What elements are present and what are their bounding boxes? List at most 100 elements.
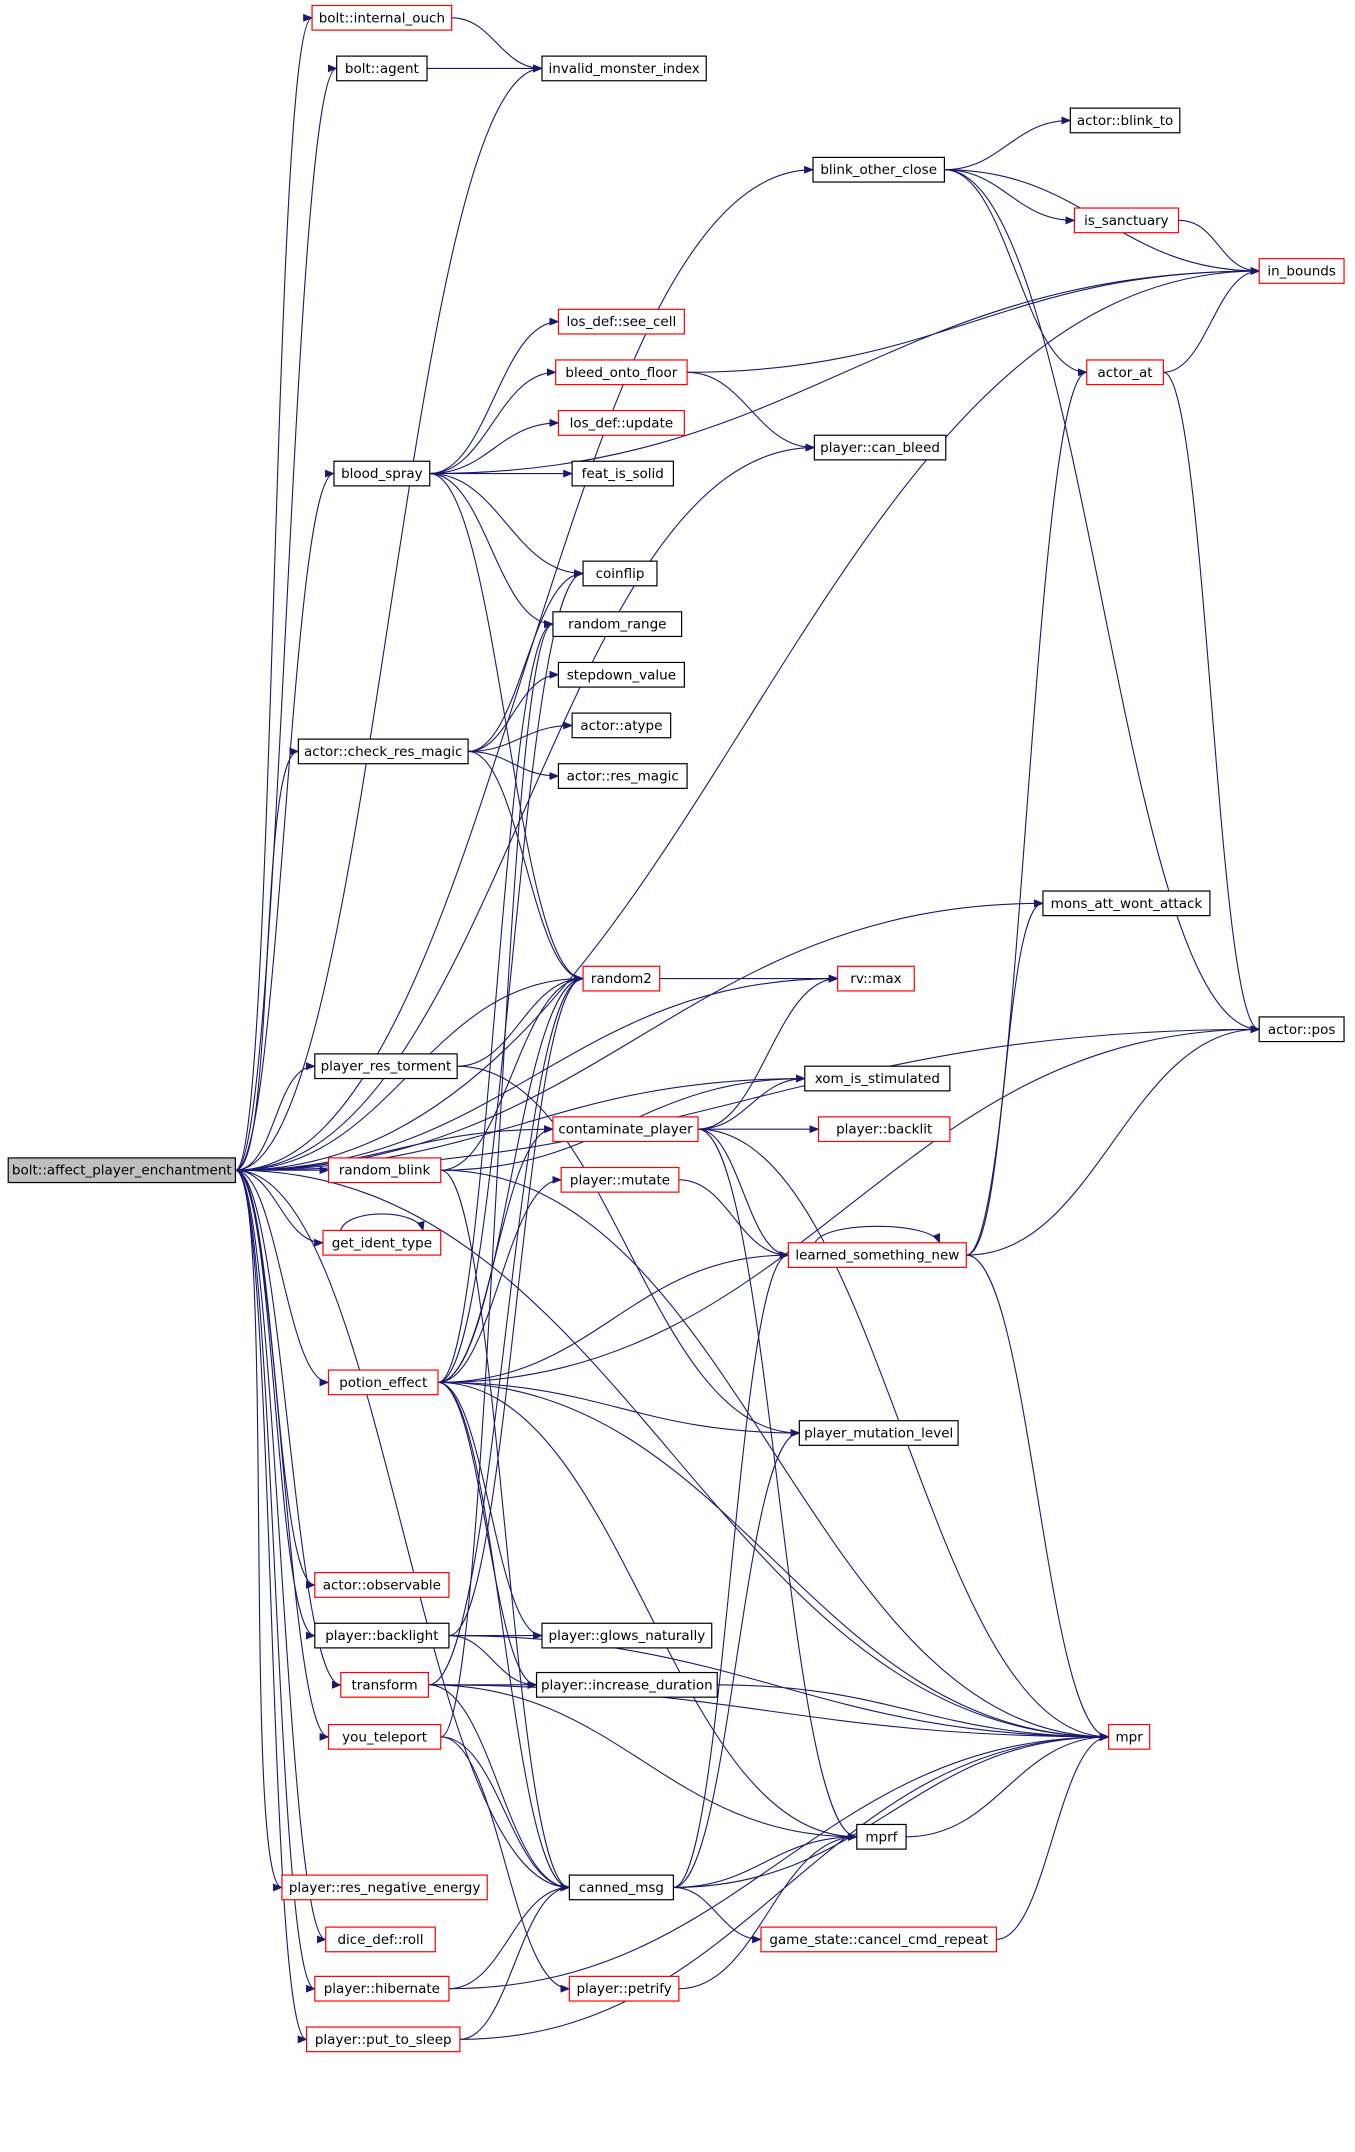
node-actor-observable[interactable]: actor::observable (314, 1572, 450, 1598)
node-box (582, 965, 661, 992)
node-transform[interactable]: transform (340, 1671, 429, 1698)
node-player-put-to-sleep[interactable]: player::put_to_sleep (305, 2026, 461, 2053)
node-internal-ouch[interactable]: bolt::internal_ouch (311, 4, 453, 31)
node-label: blink_other_close (820, 162, 937, 178)
edge-canned_msg-to-player_mutation_level (673, 1429, 801, 1888)
edge-check_res_magic-to-stepdown_value (468, 670, 560, 752)
node-mprf[interactable]: mprf (856, 1823, 907, 1850)
node-actor-atype[interactable]: actor::atype (571, 712, 672, 739)
node-mons-att-wont-attack[interactable]: mons_att_wont_attack (1042, 890, 1211, 917)
node-root[interactable]: bolt::affect_player_enchantment (7, 1157, 237, 1184)
node-coinflip[interactable]: coinflip (582, 560, 658, 587)
node-potion-effect[interactable]: potion_effect (327, 1369, 439, 1396)
edge-transform-to-random2 (428, 974, 585, 1686)
node-player-mutate[interactable]: player::mutate (560, 1166, 680, 1193)
node-is-sanctuary[interactable]: is_sanctuary (1073, 207, 1180, 234)
edge-root-to-internal_ouch (234, 14, 314, 1171)
node-check-res-magic[interactable]: actor::check_res_magic (297, 738, 469, 765)
node-player-backlit[interactable]: player::backlit (817, 1116, 951, 1143)
edge-root-to-mpr (235, 1169, 1110, 1741)
edge-potion_effect-to-actor_pos (437, 1025, 1261, 1383)
node-contaminate-player[interactable]: contaminate_player (552, 1116, 699, 1143)
edge-you_teleport-to-random_range (440, 620, 554, 1738)
node-box (568, 1874, 674, 1901)
node-player-petrify[interactable]: player::petrify (568, 1975, 680, 2002)
node-in-bounds[interactable]: in_bounds (1258, 258, 1345, 284)
edge-blood_spray-to-random_range (429, 473, 554, 629)
edge-player_res_torment-to-random2 (457, 974, 585, 1067)
edge-root-to-actor_pos (235, 1025, 1261, 1171)
edge-canned_msg-to-learned_something_new (673, 1251, 790, 1888)
node-box (7, 1157, 237, 1184)
node-player-hibernate[interactable]: player::hibernate (314, 1975, 450, 2002)
node-los-see-cell[interactable]: los_def::see_cell (557, 308, 685, 335)
node-invalid-monster-index[interactable]: invalid_monster_index (541, 55, 707, 82)
node-layer: bolt::affect_player_enchantment bolt::int… (7, 4, 1345, 2053)
node-actor-at[interactable]: actor_at (1086, 359, 1164, 386)
node-get-ident-type[interactable]: get_ident_type (322, 1229, 442, 1256)
node-learned-something-new[interactable]: learned_something_new (787, 1242, 967, 1269)
node-box (541, 55, 707, 82)
node-box (322, 1229, 442, 1256)
node-random-blink[interactable]: random_blink (327, 1157, 442, 1184)
edge-player_put_to_sleep-to-canned_msg (459, 1883, 571, 2040)
edge-actor_at-to-in_bounds (1163, 267, 1261, 373)
edge-transform-to-canned_msg (428, 1684, 571, 1892)
node-actor-res-magic[interactable]: actor::res_magic (557, 763, 688, 789)
node-box (582, 560, 658, 587)
node-stepdown-value[interactable]: stepdown_value (557, 661, 685, 688)
node-xom-is-stimulated[interactable]: xom_is_stimulated (804, 1065, 951, 1092)
node-cancel-cmd-repeat[interactable]: game_state::cancel_cmd_repeat (760, 1926, 998, 1953)
node-feat-is-solid[interactable]: feat_is_solid (571, 460, 674, 487)
node-label: random2 (591, 971, 652, 987)
node-canned-msg[interactable]: canned_msg (568, 1874, 674, 1901)
node-actor-blink-to[interactable]: actor::blink_to (1069, 107, 1181, 134)
node-box (325, 1926, 436, 1953)
edge-root-to-agent (235, 64, 338, 1171)
node-label: bleed_onto_floor (565, 365, 677, 381)
node-box (812, 156, 945, 183)
node-label: player::put_to_sleep (315, 2032, 452, 2048)
node-actor-pos[interactable]: actor::pos (1258, 1016, 1345, 1043)
edge-contaminate_player-to-learned_something_new (698, 1128, 790, 1260)
node-label: player_mutation_level (804, 1426, 953, 1442)
edge-learned_something_new-to-actor_pos (966, 1025, 1261, 1256)
edge-canned_msg-to-mprf (673, 1832, 858, 1888)
node-player-can-bleed[interactable]: player::can_bleed (813, 434, 947, 461)
node-player-increase-duration[interactable]: player::increase_duration (535, 1671, 718, 1698)
edge-potion_effect-to-random_range (437, 620, 554, 1383)
node-label: coinflip (596, 566, 645, 582)
node-rv-max[interactable]: rv::max (837, 965, 915, 992)
node-box (327, 1723, 442, 1750)
node-label: transform (352, 1677, 418, 1693)
node-box (571, 712, 672, 739)
node-random-range[interactable]: random_range (552, 611, 683, 638)
node-los-update[interactable]: los_def::update (557, 410, 685, 436)
node-player-mutation-level[interactable]: player_mutation_level (798, 1420, 959, 1446)
node-box (817, 1116, 951, 1143)
node-player-glows-naturally[interactable]: player::glows_naturally (541, 1622, 713, 1649)
edge-potion_effect-to-mprf (437, 1381, 858, 1841)
node-label: potion_effect (339, 1375, 427, 1391)
edge-random_blink-to-canned_msg (440, 1169, 571, 1892)
node-box (571, 460, 674, 487)
node-player-backlight[interactable]: player::backlight (314, 1622, 450, 1649)
node-blink-other-close[interactable]: blink_other_close (812, 156, 945, 183)
node-player-res-torment[interactable]: player_res_torment (314, 1053, 458, 1080)
edge-learned_something_new-to-actor_at (966, 368, 1088, 1256)
node-label: dice_def::roll (337, 1932, 423, 1948)
node-bleed-onto-floor[interactable]: bleed_onto_floor (555, 359, 688, 386)
node-blood-spray[interactable]: blood_spray (333, 460, 431, 487)
node-box (1108, 1723, 1151, 1750)
node-agent[interactable]: bolt::agent (336, 55, 428, 82)
node-you-teleport[interactable]: you_teleport (327, 1723, 442, 1750)
node-random2[interactable]: random2 (582, 965, 661, 992)
node-dice-def-roll[interactable]: dice_def::roll (325, 1926, 436, 1953)
edge-check_res_magic-to-coinflip (468, 569, 585, 752)
node-label: blood_spray (341, 466, 423, 482)
node-box (1086, 359, 1164, 386)
node-mpr[interactable]: mpr (1108, 1723, 1151, 1750)
node-label: actor::res_magic (567, 769, 679, 785)
node-player-res-negative-energy[interactable]: player::res_negative_energy (281, 1874, 488, 1901)
edge-player_backlight-to-random2 (448, 974, 585, 1637)
